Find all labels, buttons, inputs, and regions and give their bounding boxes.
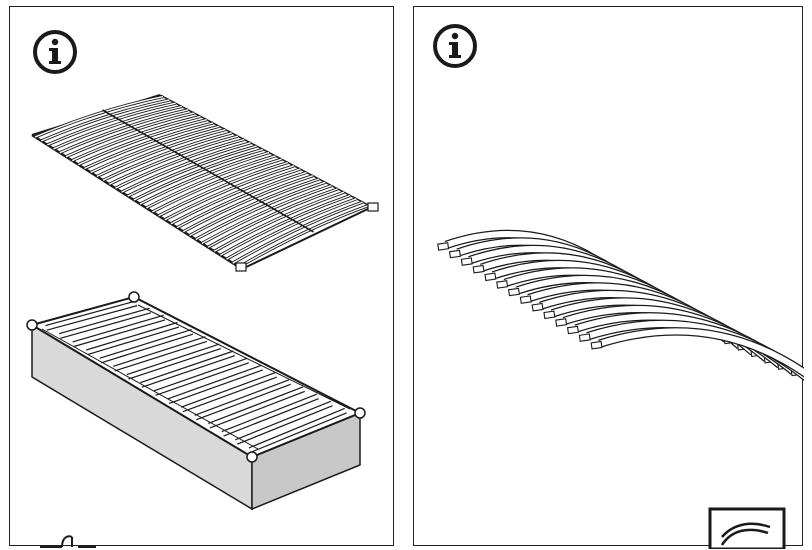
slat-holder: [448, 249, 461, 259]
slat-holder: [578, 333, 591, 342]
loose-curved-slats-illustration: [437, 229, 804, 383]
slat-highlight: [113, 337, 207, 371]
slat-highlight: [208, 387, 305, 428]
corner-bracket: [354, 407, 366, 419]
slat-holder: [590, 340, 603, 350]
slat-highlight: [45, 301, 137, 330]
slat-highlight: [249, 409, 347, 452]
slat-highlight: [181, 373, 277, 412]
slat-highlight: [127, 145, 257, 197]
slat-holder: [484, 272, 497, 282]
inner-rail: [41, 328, 259, 450]
slat-highlight: [220, 194, 351, 256]
slat-holder: [555, 318, 568, 327]
slat-highlight: [145, 155, 276, 209]
slat-highlight: [102, 132, 232, 181]
slat-highlight: [232, 201, 363, 264]
slat-highlight: [121, 142, 251, 193]
slat-highlight: [53, 105, 182, 150]
slat-highlight: [41, 99, 170, 142]
slat-highlight: [115, 138, 245, 189]
slat-highlight: [201, 184, 332, 245]
slat-highlight: [96, 128, 226, 178]
slat-highlight: [222, 394, 319, 436]
slat-highlight: [238, 204, 370, 268]
slat-holder: [519, 295, 532, 304]
slatted-bed-base-illustration: [31, 94, 379, 272]
slat-holder: [531, 302, 544, 312]
slat-highlight: [140, 351, 235, 387]
slat-highlight: [127, 344, 221, 379]
slat-highlight: [213, 191, 345, 252]
slat-highlight: [108, 135, 239, 185]
slat-holder: [472, 264, 485, 274]
slat-highlight: [207, 188, 338, 248]
slat-highlight: [226, 198, 357, 260]
slat-highlight: [170, 168, 301, 225]
slat-highlight: [152, 158, 282, 213]
center-rail: [101, 109, 314, 233]
slat-holder: [543, 310, 556, 320]
slat-highlight: [158, 161, 289, 217]
slat-highlight: [195, 181, 326, 241]
corner-bracket: [246, 451, 258, 463]
slat-highlight: [139, 151, 270, 205]
slat-highlight: [59, 308, 151, 338]
page-turn-icon: [708, 507, 786, 549]
slat-highlight: [167, 366, 263, 403]
rail-end-cap: [367, 202, 379, 212]
slat-highlight: [59, 109, 189, 154]
bed-frame-with-slats-illustration: [26, 291, 366, 511]
rail-end-cap: [235, 262, 247, 272]
slat-highlight: [99, 330, 193, 363]
slat-highlight: [71, 115, 201, 162]
corner-bracket: [128, 291, 140, 303]
slat-holder: [460, 257, 473, 266]
slat-highlight: [47, 102, 176, 146]
slat-holder: [437, 242, 450, 251]
slat-highlight: [598, 328, 804, 377]
slat-highlight: [154, 358, 249, 395]
info-icon: [33, 30, 77, 74]
instruction-panel-left: [9, 6, 394, 548]
slat-highlight: [86, 323, 179, 355]
slat-highlight: [194, 380, 291, 420]
slat-highlight: [164, 165, 295, 221]
slat-highlight: [133, 148, 264, 201]
slat-highlight: [84, 122, 214, 170]
inner-rail: [137, 304, 351, 410]
slat-highlight: [72, 315, 165, 346]
slat-highlight: [176, 171, 307, 229]
slat-highlight: [65, 112, 195, 158]
page-edge-mark: [40, 535, 96, 548]
slat-holder: [566, 325, 579, 335]
slat-highlight: [78, 119, 207, 166]
slat-highlight: [235, 401, 333, 444]
slat-holder: [496, 280, 509, 289]
info-icon: [433, 24, 477, 68]
frame-rail: [241, 206, 373, 270]
slat-highlight: [182, 175, 314, 233]
slat-highlight: [90, 125, 220, 174]
corner-bracket: [26, 319, 38, 331]
slat-highlight: [189, 178, 320, 237]
slat-highlight: [34, 95, 164, 138]
slat-holder: [507, 287, 520, 297]
instruction-panel-right: [413, 6, 804, 549]
